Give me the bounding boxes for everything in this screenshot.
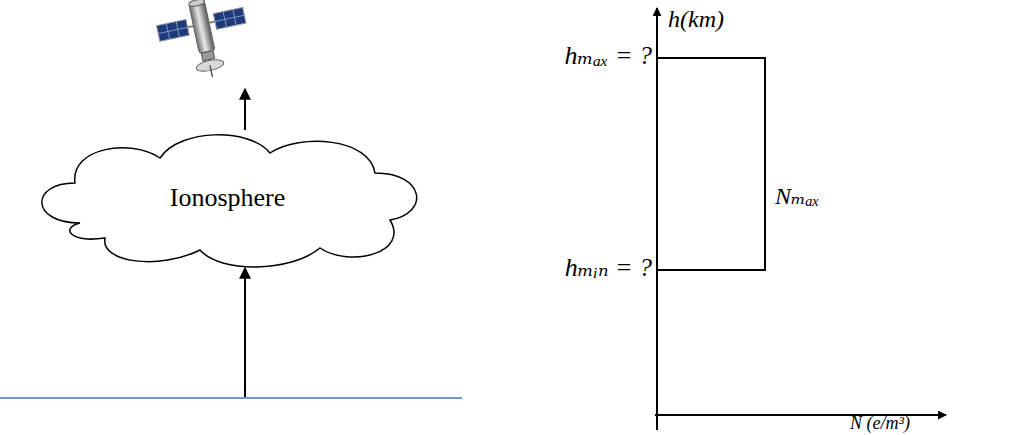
h-axis [656,8,658,430]
satellite-icon [153,0,256,86]
axis-label: h(km) [668,6,724,32]
cloud-shape: Ionosphere [20,128,435,268]
axis-label: hₘᵢₙ = ? [565,254,652,283]
density-profile [657,58,765,270]
axis-label: Nₘₐₓ [775,183,820,209]
signal-arrow [244,89,246,130]
ground-line [0,397,462,399]
signal-arrow [244,268,246,397]
axis-label: hₘₐₓ = ? [565,42,652,71]
axis-label: N (e/m³) [850,414,910,432]
node-label: Ionosphere [170,183,286,213]
